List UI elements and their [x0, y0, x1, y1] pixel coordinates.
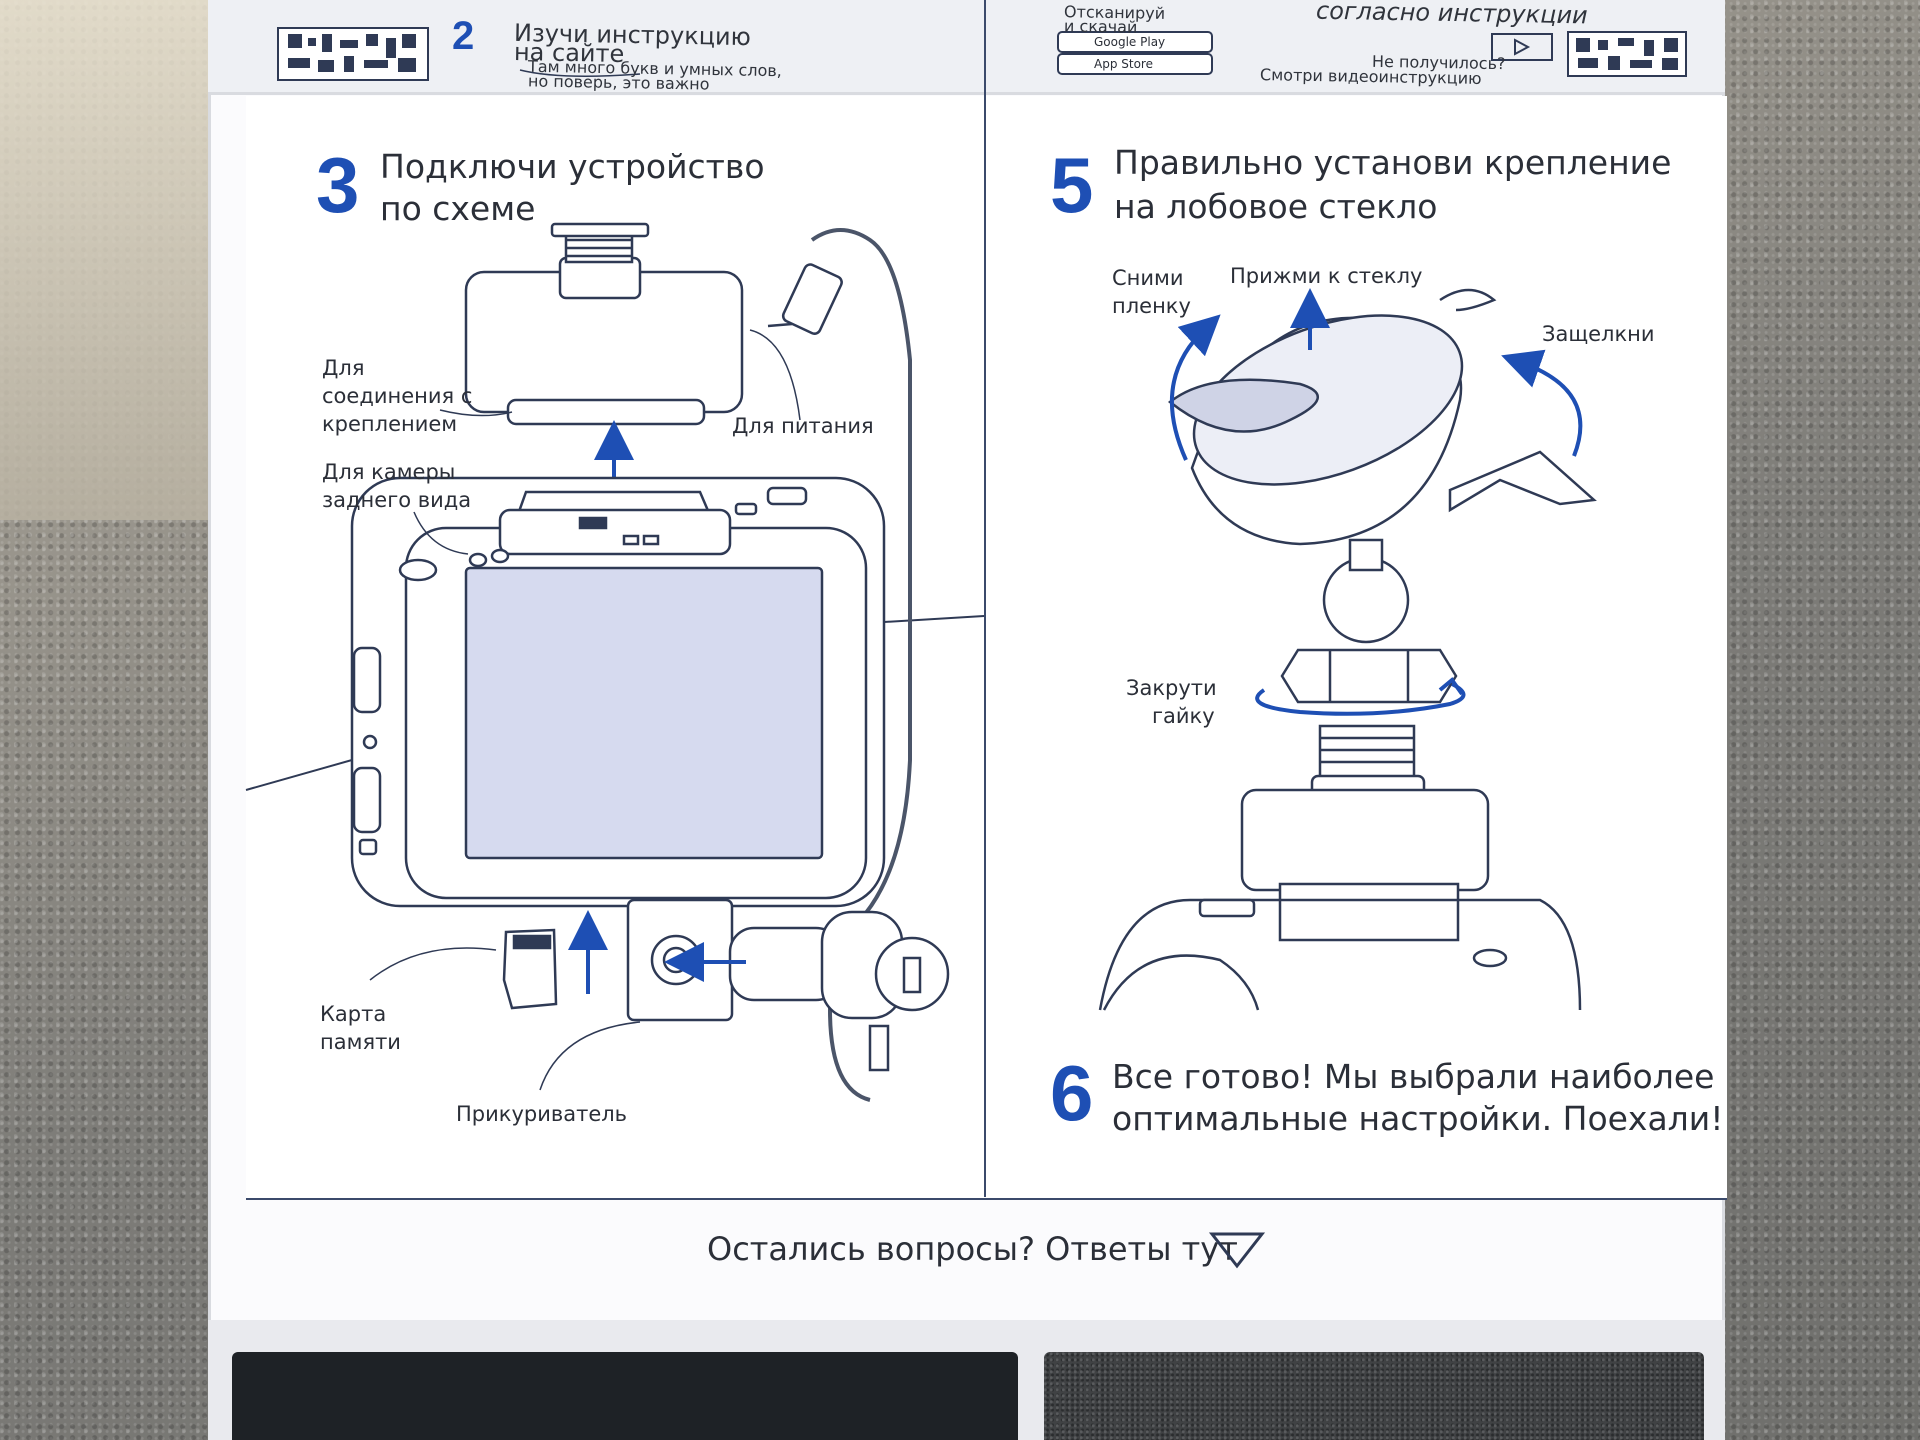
triangle-down-icon — [1212, 1234, 1262, 1266]
